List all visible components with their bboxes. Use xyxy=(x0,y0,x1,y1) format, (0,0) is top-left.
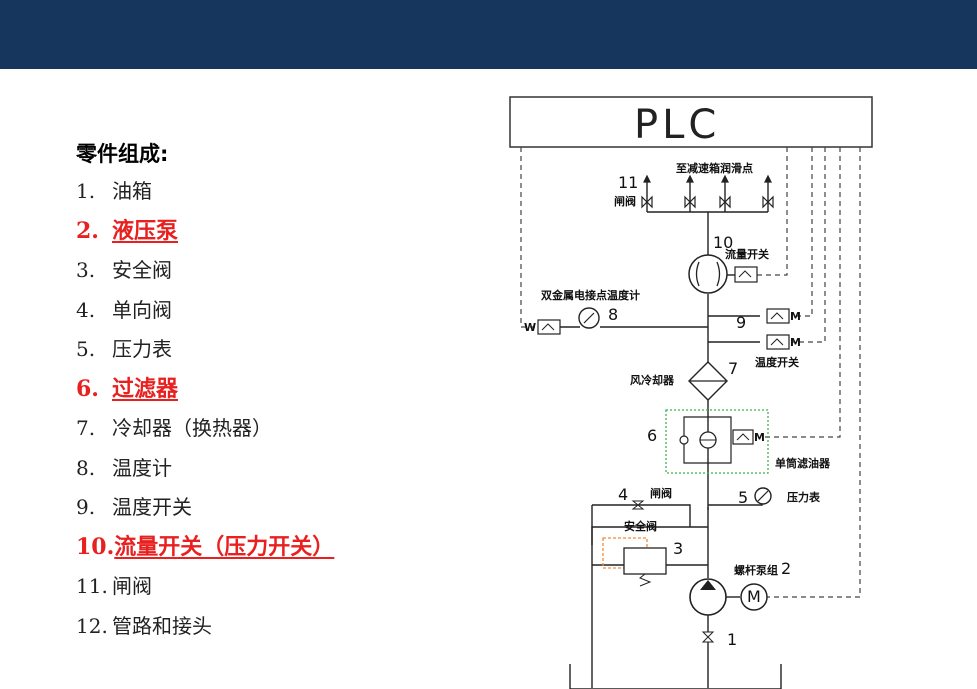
thermometer-contact-box xyxy=(537,319,561,335)
parts-list: 零件组成: 1. 油箱 2. 液压泵 3. 安全阀 4. 单向阀 5. 压力表 6. 过滤器 7. 冷却器… xyxy=(76,136,334,646)
parts-item-number: 11. xyxy=(76,574,108,598)
temp-switch-box-1 xyxy=(766,308,790,324)
motor-symbol xyxy=(740,583,768,611)
gate-valve-4-label: 闸阀 xyxy=(650,486,672,500)
filter-box xyxy=(665,409,769,474)
parts-item-number: 7. xyxy=(76,416,96,440)
pump-unit-label: 螺杆泵组 xyxy=(734,563,778,577)
sensor-m-label-3: M xyxy=(754,431,765,444)
parts-item-text: 单向阀 xyxy=(112,297,172,322)
parts-item-text: 油箱 xyxy=(112,179,152,203)
flow-switch-box xyxy=(734,266,758,283)
parts-item: 4. 单向阀 xyxy=(76,291,334,331)
filter-label: 单筒滤油器 xyxy=(775,456,831,470)
parts-item: 7. 冷却器（换热器） xyxy=(76,409,334,449)
parts-item: 2. 液压泵 xyxy=(76,212,334,252)
label-5: 5 xyxy=(738,488,748,507)
parts-item-text: 过滤器 xyxy=(112,375,179,402)
air-cooler-label: 风冷却器 xyxy=(630,373,675,387)
parts-item-text: 安全阀 xyxy=(112,258,172,282)
signal-lines xyxy=(520,147,861,598)
header-bar xyxy=(0,0,977,69)
parts-title: 零件组成: xyxy=(76,142,169,166)
label-7: 7 xyxy=(728,359,738,378)
parts-item: 5. 压力表 xyxy=(76,330,334,370)
sensor-m-label-1: M xyxy=(790,310,801,323)
parts-item: 8. 温度计 xyxy=(76,449,334,489)
parts-item: 1. 油箱 xyxy=(76,172,334,212)
label-1: 1 xyxy=(727,630,737,649)
parts-item: 10.流量开关（压力开关） xyxy=(76,528,334,568)
label-2: 2 xyxy=(781,559,791,578)
parts-item-text: 温度计 xyxy=(112,455,172,480)
label-6: 6 xyxy=(647,426,657,445)
parts-item-number: 10. xyxy=(76,533,115,560)
temp-switch-box-2 xyxy=(766,334,790,350)
label-11: 11 xyxy=(618,173,638,192)
motor-label: M xyxy=(747,587,761,606)
parts-item-text: 温度开关 xyxy=(112,495,192,519)
oil-tank xyxy=(569,664,782,689)
safety-valve-label: 安全阀 xyxy=(624,519,657,533)
flow-switch-symbol xyxy=(688,254,728,294)
flow-switch-label: 流量开关 xyxy=(725,247,769,261)
sensor-w-label: W xyxy=(524,321,536,334)
lube-valves xyxy=(641,174,774,209)
parts-item: 9. 温度开关 xyxy=(76,488,334,528)
label-3: 3 xyxy=(673,539,683,558)
parts-item-text: 流量开关（压力开关） xyxy=(114,533,335,560)
pressure-gauge-label: 压力表 xyxy=(787,490,821,504)
parts-item: 12.管路和接头 xyxy=(76,607,334,647)
plc-label: PLC xyxy=(634,102,720,148)
parts-item-number: 3. xyxy=(76,258,96,282)
parts-item-number: 9. xyxy=(76,495,96,519)
parts-item-text: 压力表 xyxy=(112,337,172,361)
thermometer-label: 双金属电接点温度计 xyxy=(541,288,640,302)
lube-points-label: 至减速箱润滑点 xyxy=(676,161,753,175)
parts-item: 6. 过滤器 xyxy=(76,370,334,410)
safety-valve-symbol xyxy=(623,547,667,575)
label-9: 9 xyxy=(736,313,746,332)
parts-item-number: 8. xyxy=(76,455,96,480)
parts-item-text: 液压泵 xyxy=(112,217,179,244)
filter-switch-box xyxy=(732,429,754,445)
label-10: 10 xyxy=(713,233,733,252)
sensor-m-label-2: M xyxy=(790,336,801,349)
main-pipe xyxy=(560,178,769,688)
parts-item: 3. 安全阀 xyxy=(76,251,334,291)
parts-item-text: 闸阀 xyxy=(112,574,152,598)
label-8: 8 xyxy=(608,305,618,324)
parts-item: 11.闸阀 xyxy=(76,567,334,607)
parts-item-text: 管路和接头 xyxy=(112,613,212,638)
parts-item-text: 冷却器（换热器） xyxy=(112,416,272,440)
parts-item-number: 6. xyxy=(76,375,99,402)
parts-item-number: 5. xyxy=(76,337,96,361)
parts-item-number: 1. xyxy=(76,179,96,203)
label-4: 4 xyxy=(618,485,628,504)
parts-item-number: 2. xyxy=(76,217,99,244)
gate-valve-11-label: 闸阀 xyxy=(614,194,636,208)
parts-item-number: 12. xyxy=(76,613,108,638)
plc-box xyxy=(509,96,873,148)
parts-item-number: 4. xyxy=(76,297,96,322)
temp-switch-label: 温度开关 xyxy=(755,355,799,369)
